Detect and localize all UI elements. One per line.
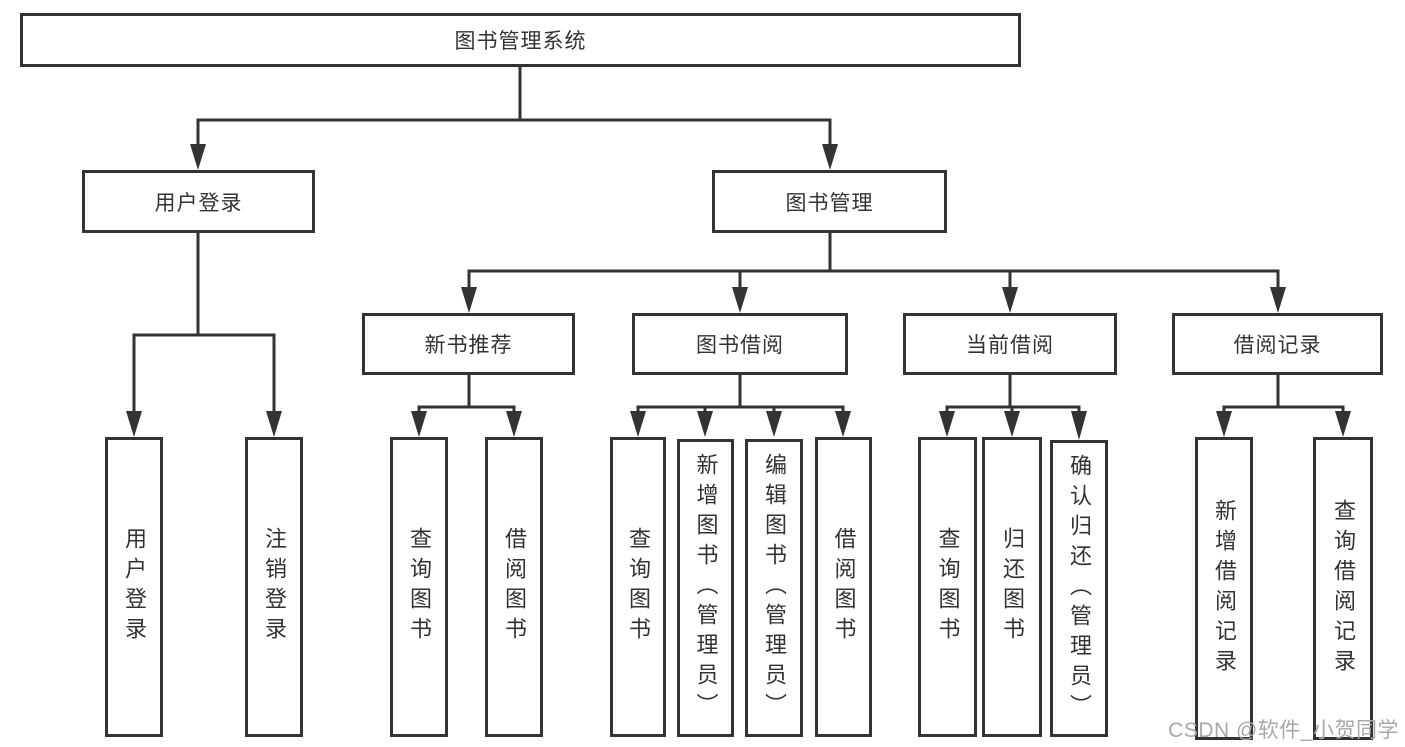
leaf-borrow-books: 借阅图书: [485, 437, 543, 737]
node-label: 编辑图书（管理员）: [762, 453, 787, 723]
node-label: 用户登录: [154, 191, 243, 215]
leaf-query-books: 查询图书: [610, 437, 666, 737]
leaf-logout: 注销登录: [245, 437, 303, 737]
leaf-confirm-return-admin: 确认归还（管理员）: [1050, 440, 1108, 737]
node-label: 新增借阅记录: [1212, 498, 1237, 679]
node-label: 借阅图书: [502, 527, 527, 647]
node-label: 注销登录: [262, 527, 287, 647]
node-label: 归还图书: [1000, 527, 1025, 647]
leaf-query-books: 查询图书: [918, 437, 977, 737]
node-label: 用户登录: [122, 527, 147, 647]
node-label: 借阅记录: [1233, 334, 1322, 357]
node-label: 查询图书: [407, 527, 432, 647]
node-label: 当前借阅: [966, 334, 1054, 357]
leaf-query-books: 查询图书: [390, 437, 448, 737]
node-label: 新增图书（管理员）: [693, 453, 719, 723]
leaf-borrow-books: 借阅图书: [815, 437, 872, 737]
node-current-borrow: 当前借阅: [903, 313, 1117, 375]
node-label: 确认归还（管理员）: [1067, 453, 1092, 724]
node-label: 查询借阅记录: [1331, 498, 1356, 679]
node-label: 图书管理系统: [454, 30, 587, 53]
node-label: 图书管理: [785, 191, 874, 215]
node-library-management-system: 图书管理系统: [20, 13, 1021, 67]
node-borrow-records: 借阅记录: [1172, 313, 1383, 375]
leaf-return-books: 归还图书: [982, 437, 1042, 737]
leaf-query-borrow-record: 查询借阅记录: [1313, 437, 1373, 740]
leaf-user-login: 用户登录: [105, 437, 163, 737]
node-label: 图书借阅: [696, 334, 784, 357]
node-book-management: 图书管理: [712, 170, 947, 233]
node-label: 新书推荐: [424, 334, 513, 357]
node-label: 查询图书: [935, 527, 961, 647]
leaf-add-borrow-record: 新增借阅记录: [1195, 437, 1253, 740]
leaf-edit-books-admin: 编辑图书（管理员）: [745, 439, 803, 737]
node-book-borrow: 图书借阅: [632, 313, 848, 375]
leaf-add-books-admin: 新增图书（管理员）: [677, 439, 734, 737]
node-label: 查询图书: [626, 527, 651, 647]
node-new-book-recommend: 新书推荐: [362, 313, 575, 375]
node-label: 借阅图书: [831, 527, 857, 647]
node-user-login: 用户登录: [82, 170, 315, 233]
csdn-watermark: CSDN @软件_小贺同学: [1168, 719, 1399, 742]
